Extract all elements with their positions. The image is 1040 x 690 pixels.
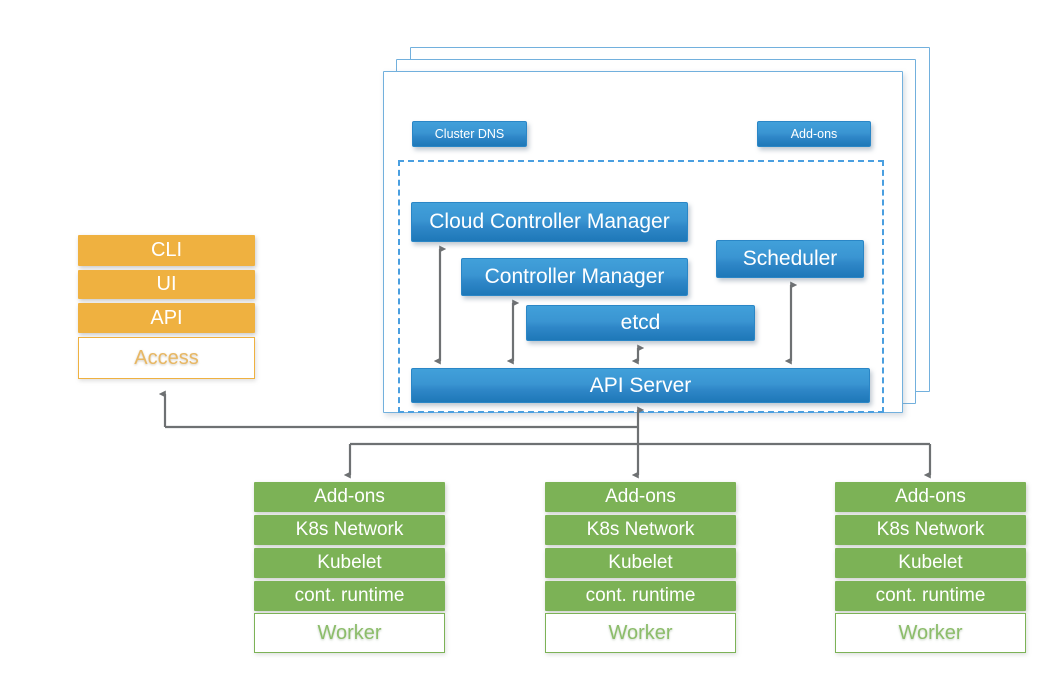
cloud-controller-manager-box[interactable]: Cloud Controller Manager <box>411 202 688 242</box>
worker-3-row-kubelet[interactable]: Kubelet <box>835 548 1026 578</box>
worker-2-row-runtime[interactable]: cont. runtime <box>545 581 736 611</box>
worker-1-row-network[interactable]: K8s Network <box>254 515 445 545</box>
worker-1-footer: Worker <box>254 613 445 653</box>
access-footer: Access <box>78 337 255 379</box>
master-addons-box[interactable]: Add-ons <box>757 121 871 147</box>
worker-1-row-kubelet[interactable]: Kubelet <box>254 548 445 578</box>
scheduler-box[interactable]: Scheduler <box>716 240 864 278</box>
master-cluster-dns-box[interactable]: Cluster DNS <box>412 121 527 147</box>
access-row-ui[interactable]: UI <box>78 270 255 299</box>
worker-3-row-addons[interactable]: Add-ons <box>835 482 1026 512</box>
worker-3-row-network[interactable]: K8s Network <box>835 515 1026 545</box>
worker-2-row-kubelet[interactable]: Kubelet <box>545 548 736 578</box>
worker-3-footer: Worker <box>835 613 1026 653</box>
worker-node-3: Add-ons K8s Network Kubelet cont. runtim… <box>835 482 1026 656</box>
access-row-api[interactable]: API <box>78 303 255 333</box>
api-server-box[interactable]: API Server <box>411 368 870 403</box>
worker-2-row-network[interactable]: K8s Network <box>545 515 736 545</box>
worker-1-row-addons[interactable]: Add-ons <box>254 482 445 512</box>
worker-node-2: Add-ons K8s Network Kubelet cont. runtim… <box>545 482 736 656</box>
worker-1-row-runtime[interactable]: cont. runtime <box>254 581 445 611</box>
access-row-cli[interactable]: CLI <box>78 235 255 266</box>
controller-manager-box[interactable]: Controller Manager <box>461 258 688 296</box>
etcd-box[interactable]: etcd <box>526 305 755 341</box>
worker-2-row-addons[interactable]: Add-ons <box>545 482 736 512</box>
worker-2-footer: Worker <box>545 613 736 653</box>
access-panel: CLI UI API Access <box>78 235 255 387</box>
worker-node-1: Add-ons K8s Network Kubelet cont. runtim… <box>254 482 445 656</box>
worker-3-row-runtime[interactable]: cont. runtime <box>835 581 1026 611</box>
